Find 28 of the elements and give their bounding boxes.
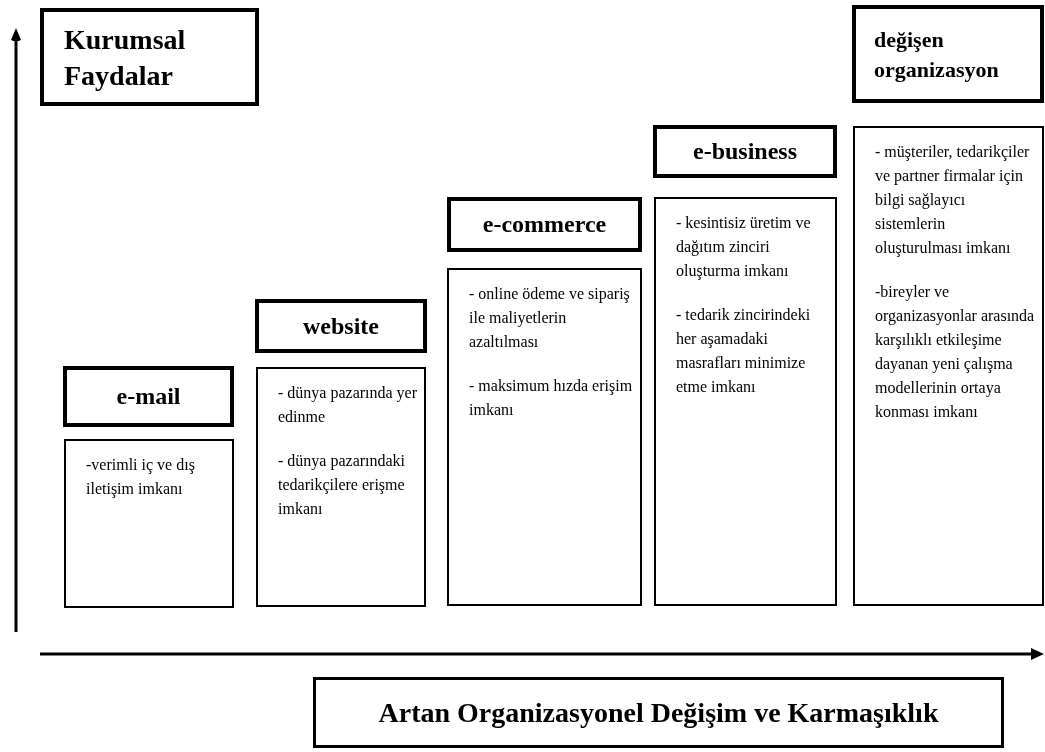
stage-title-box [447,197,642,252]
bullet-text: - dünya pazarında yer edinme [278,383,418,427]
bullet-text: - müşteriler, tedarikçiler ve partner firmalar için bilgi sağlayıcı sistemlerin oluşturulması imkanı [875,142,1031,259]
bullet-text: - tedarik zincirindeki her aşamadaki masrafları minimize etme imkanı [676,305,812,397]
stage-title-box [653,125,837,178]
bullet-text: - kesintisiz üretim ve dağıtım zinciri oluşturma imkanı [676,213,812,282]
axis-label-box [40,8,259,106]
stage-title-box [852,5,1044,103]
axis-label-box [313,677,1004,748]
benefit-box [654,197,837,606]
stage-title-box [63,366,234,427]
benefit-box [447,268,642,606]
title-text: e-commerce [482,211,607,238]
bullet-text: - dünya pazarındaki tedarikçilere erişme imkanı [278,451,407,519]
title-text: Kurumsal Faydalar [64,24,186,91]
benefit-box [64,439,234,608]
title-text: e-mail [116,383,181,410]
title-text: website [303,312,379,340]
bullet-text: -bireyler ve organizasyonlar arasında karşılıklı etkileşime dayanan yeni çalışma modellerinin ortaya konması imkanı [875,282,1036,422]
bullet-text: -verimli iç ve dış iletişim imkanı [86,455,196,500]
title-text: e-business [693,138,797,165]
benefit-box [853,126,1044,606]
title-text: Artan Organizasyonel Değişim ve Karmaşıklık [378,696,939,729]
bullet-text: - maksimum hızda erişim imkanı [469,376,634,420]
bullet-text: - online ödeme ve sipariş ile maliyetlerin azaltılması [469,284,631,352]
benefit-box [256,367,426,607]
title-text: değişen organizasyon [874,27,999,82]
stage-title-box [255,299,427,353]
